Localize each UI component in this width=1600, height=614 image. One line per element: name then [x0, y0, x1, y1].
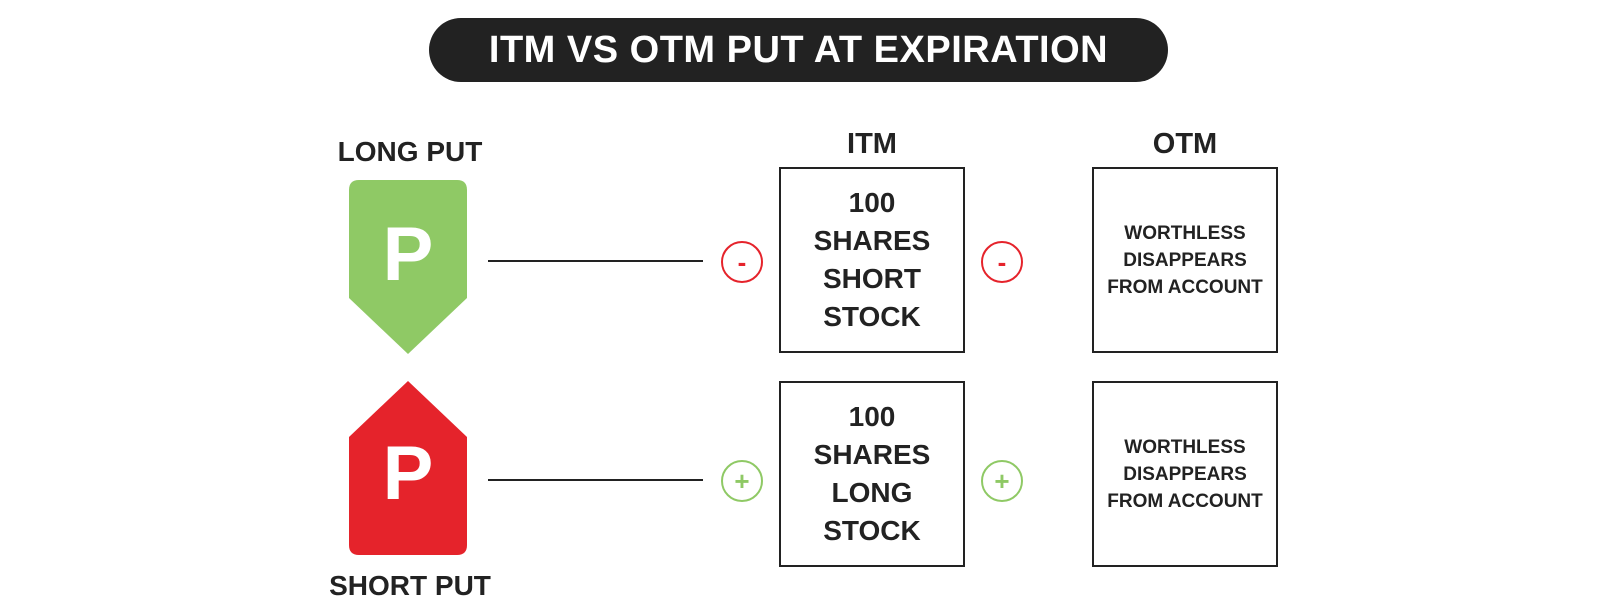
- long-put-label: LONG PUT: [337, 136, 483, 167]
- long-put-badge-letter: P: [383, 212, 434, 297]
- column-header-itm: ITM: [847, 128, 897, 160]
- short-put-label: SHORT PUT: [329, 570, 491, 601]
- title-banner: ITM VS OTM PUT AT EXPIRATION: [429, 18, 1168, 82]
- short-put-badge-letter: P: [383, 431, 434, 516]
- page-title: ITM VS OTM PUT AT EXPIRATION: [488, 28, 1109, 71]
- long-put-itm-text: 100 SHARES SHORT STOCK: [813, 187, 931, 332]
- long-put-badge-icon: P: [349, 180, 467, 354]
- short-put-badge-icon: P: [349, 381, 467, 555]
- minus-icon: -: [997, 247, 1007, 277]
- plus-icon: +: [994, 466, 1010, 496]
- long-put-otm-box: WORTHLESS DISAPPEARS FROM ACCOUNT: [1092, 167, 1278, 353]
- short-put-otm-box: WORTHLESS DISAPPEARS FROM ACCOUNT: [1092, 381, 1278, 567]
- short-put-itm-box: 100 SHARES LONG STOCK: [779, 381, 965, 567]
- long-put-itm-box: 100 SHARES SHORT STOCK: [779, 167, 965, 353]
- long-put-otm-sign: -: [981, 241, 1023, 283]
- plus-icon: +: [734, 466, 750, 496]
- short-put-connector-line: [488, 479, 703, 481]
- long-put-itm-sign: -: [721, 241, 763, 283]
- long-put-connector-line: [488, 260, 703, 262]
- minus-icon: -: [737, 247, 747, 277]
- long-put-otm-text: WORTHLESS DISAPPEARS FROM ACCOUNT: [1107, 222, 1263, 298]
- short-put-itm-sign: +: [721, 460, 763, 502]
- column-header-otm: OTM: [1152, 128, 1218, 160]
- short-put-itm-text: 100 SHARES LONG STOCK: [813, 401, 931, 546]
- short-put-otm-text: WORTHLESS DISAPPEARS FROM ACCOUNT: [1107, 436, 1263, 512]
- short-put-otm-sign: +: [981, 460, 1023, 502]
